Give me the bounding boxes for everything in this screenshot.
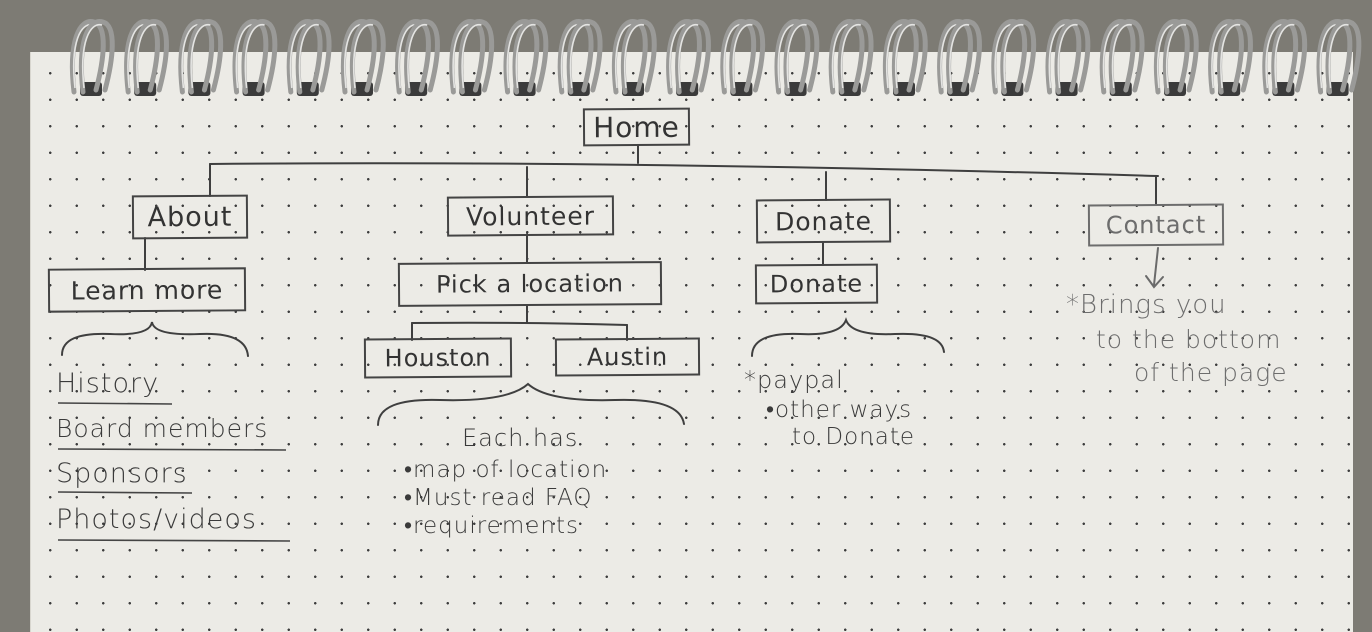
volunteer-note-faq: •Must read FAQ: [404, 485, 593, 511]
arrow-contact: [1153, 247, 1159, 286]
node-austin: Austin: [554, 337, 701, 377]
node-donate: Donate: [755, 198, 892, 244]
contact-note-3: of the page: [1134, 358, 1288, 387]
brace-about: [61, 321, 249, 357]
volunteer-note-requirements: •requirements: [404, 513, 579, 539]
line-split-bar: [411, 321, 628, 326]
donate-note-other-2: to Donate: [792, 424, 916, 450]
connector-lines: [57, 144, 1164, 542]
node-learn-more: Learn more: [47, 267, 247, 313]
volunteer-notes-intro: Each has: [462, 424, 579, 452]
line-top-bar: [209, 162, 1159, 177]
node-houston: Houston: [363, 337, 513, 379]
brace-donate: [751, 317, 945, 357]
volunteer-note-map: •map of location: [404, 457, 608, 483]
about-item-photos: Photos/videos: [56, 504, 257, 535]
node-pick-location: Pick a location: [397, 261, 663, 307]
about-item-sponsors: Sponsors: [56, 458, 188, 489]
notebook-page: [30, 52, 1353, 632]
about-item-board: Board members: [56, 414, 269, 443]
node-about: About: [131, 194, 249, 240]
donate-note-paypal: *paypal: [744, 366, 844, 394]
contact-note-2: to the bottom: [1096, 325, 1282, 354]
about-item-history: History: [56, 368, 160, 399]
node-donate-sub: Donate: [754, 263, 879, 305]
node-home: Home: [582, 107, 691, 147]
contact-note-1: *Brings you: [1066, 290, 1227, 320]
node-contact: Contact: [1087, 203, 1225, 247]
brace-volunteer: [377, 382, 685, 426]
node-volunteer: Volunteer: [446, 195, 615, 237]
donate-note-other: •other ways: [766, 397, 913, 423]
